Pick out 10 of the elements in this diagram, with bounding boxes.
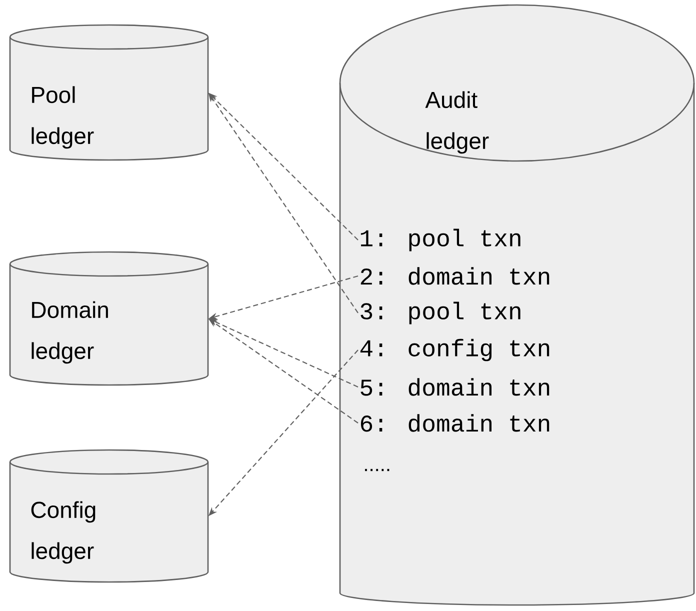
- text-line: 2: domain txn: [360, 267, 550, 285]
- ellipsis-text: .....: [365, 468, 390, 472]
- text-line: 5: domain txn: [360, 378, 550, 396]
- text-line: 6: domain txn: [360, 414, 550, 432]
- text-line: 1: pool txn: [360, 228, 520, 252]
- text-line: 3: pool txn: [360, 302, 520, 324]
- cylinder: Config ledger: [9, 449, 209, 583]
- cylinder: Domain ledger: [9, 251, 209, 386]
- cylinder: Pool ledger: [9, 24, 209, 161]
- text-line: 4: config txn: [360, 338, 550, 362]
